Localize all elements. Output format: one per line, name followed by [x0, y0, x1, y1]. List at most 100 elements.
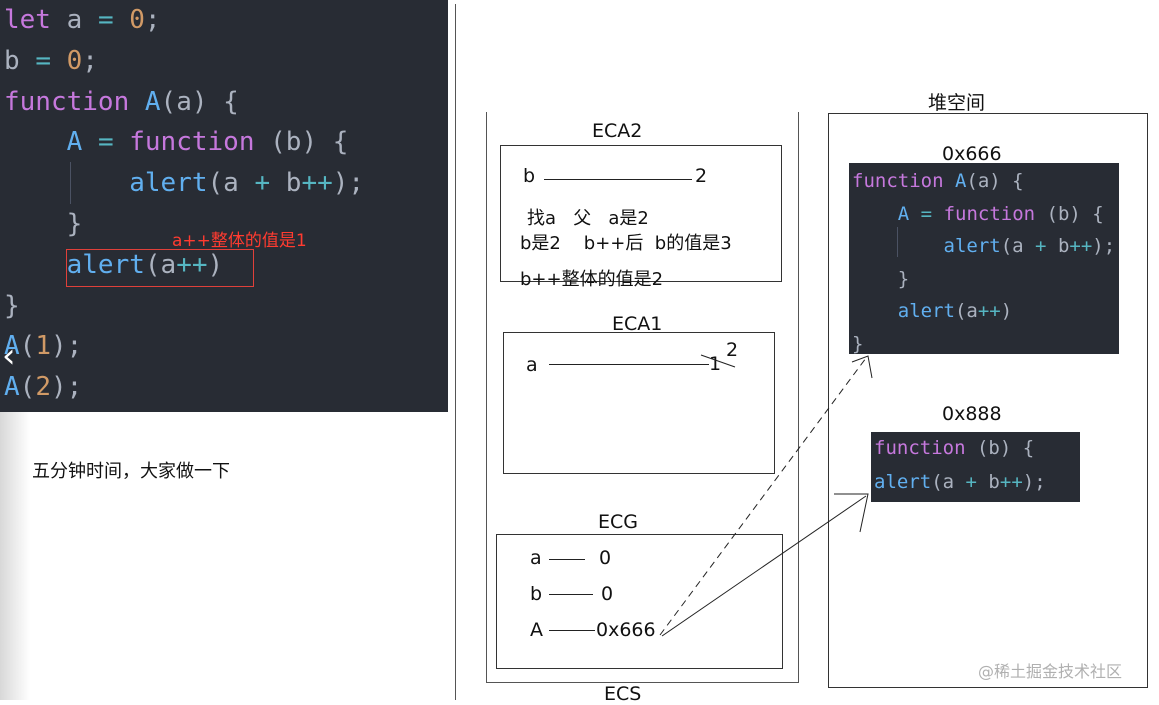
code-token: =: [920, 202, 933, 225]
code.lines-line: }: [4, 206, 83, 242]
code-token: =: [35, 45, 51, 76]
eca1-box: a 1 2: [503, 332, 775, 474]
code-token: function: [129, 127, 255, 158]
eca2-title: ECA2: [592, 120, 643, 142]
code-token: }: [852, 267, 910, 290]
code.lines-line: b = 0;: [4, 43, 98, 79]
eca1-var: a: [526, 354, 538, 376]
heap.obj1.lines-line: A = function (b) {: [852, 201, 1104, 227]
code-token: A: [897, 202, 910, 225]
indent-guide: [897, 227, 898, 257]
code-token: +: [965, 471, 977, 493]
eca2-note-1: 找a 父 a是2: [527, 208, 649, 229]
code-token: (: [19, 331, 36, 362]
eca2-note-2: b是2 b++后 b的值是3: [520, 233, 732, 254]
code-token: }: [4, 290, 20, 321]
code-token: 1: [35, 331, 51, 362]
code-token: );: [1092, 235, 1116, 257]
watermark: @稀土掘金技术社区: [978, 662, 1123, 681]
code-token: 0: [66, 45, 83, 76]
code-token: A: [66, 127, 83, 158]
code-token: );: [332, 168, 365, 199]
eca1-title: ECA1: [612, 313, 663, 335]
eca2-var-line: [544, 179, 692, 180]
code-token: (a: [144, 249, 177, 280]
code-token: function: [943, 202, 1036, 225]
strike-mark: [700, 354, 736, 368]
code-token: ++: [176, 249, 208, 280]
heap-obj1-code: function A (a) { A = function (b) { alert…: [849, 163, 1119, 357]
ecg-var-A: A: [530, 619, 543, 641]
code-token: 2: [35, 372, 51, 403]
code-token: );: [50, 331, 83, 362]
code-token: =: [97, 5, 114, 35]
code.lines-line: }: [4, 288, 20, 324]
heap-obj2-code: function (b) { alert(a + b++);: [871, 432, 1080, 502]
code-token: );: [50, 372, 83, 403]
heap.obj1.lines-line: }: [852, 331, 863, 357]
ecg-line-a: [549, 559, 585, 560]
highlight-box: [66, 249, 254, 287]
code-token: (a) {: [966, 170, 1024, 192]
chevron-left-icon[interactable]: ‹: [2, 336, 16, 376]
code-token: }: [4, 209, 83, 239]
ecg-value-A: 0x666: [596, 619, 656, 641]
ecg-box: a 0 b 0 A 0x666: [496, 534, 783, 669]
code-token: (b) {: [254, 127, 349, 158]
code-token: function: [874, 437, 966, 459]
code-annotation: a++整体的值是1: [172, 231, 307, 251]
heap.obj1.lines-line: alert(a++): [852, 298, 1012, 324]
ecg-title: ECG: [598, 511, 638, 533]
code-token: b: [270, 168, 302, 199]
code-token: ;: [144, 5, 161, 35]
ecs-bottom-border: [486, 682, 799, 683]
code-token: ): [207, 249, 224, 280]
code-token: b: [976, 471, 1000, 493]
ecs-left-border: [486, 112, 487, 682]
dashed-arrow-line: [659, 357, 867, 636]
eca2-box: b 2 找a 父 a是2 b是2 b++后 b的值是3 b++整体的值是2: [500, 145, 782, 290]
code-token: (b) {: [1035, 202, 1104, 225]
solid-arrow-line: [661, 495, 867, 637]
code-token: (b) {: [965, 437, 1035, 459]
eca1-var-line: [549, 364, 709, 365]
eca2-note-3: b++整体的值是2: [520, 269, 664, 290]
eca1-new-value: 2: [726, 339, 739, 361]
code-token: (a: [954, 300, 978, 322]
code.lines-line: function A(a) {: [4, 84, 239, 120]
ecg-line-b: [549, 594, 593, 595]
eca2-value: 2: [695, 165, 708, 187]
code.lines-line: A(2);: [4, 369, 82, 405]
dashed-arrow-head: [851, 355, 873, 379]
code-token: ++: [301, 168, 333, 199]
code.lines-line: A = function (b) {: [4, 124, 349, 160]
heap-box: [828, 113, 1148, 688]
code-token: 0: [129, 5, 145, 35]
code.lines-line: let a = 0;: [4, 2, 161, 38]
code.lines-line: alert(a++): [4, 247, 224, 283]
heap.obj1.lines-line: }: [852, 266, 909, 292]
ecg-line-A: [549, 630, 595, 631]
heap-obj1-address: 0x666: [942, 143, 1002, 165]
code-token: (a: [207, 168, 255, 199]
indent-guide: [70, 162, 71, 204]
code-token: A: [4, 372, 20, 403]
code-token: alert: [66, 249, 145, 280]
code.lines-line: A(1);: [4, 328, 82, 364]
code-token: }: [852, 332, 864, 355]
code-token: +: [254, 168, 271, 199]
code-token: A: [144, 86, 161, 117]
code-token: +: [1035, 235, 1047, 257]
code-token: A: [4, 331, 20, 362]
solid-arrow-head: [834, 493, 869, 533]
ecg-var-b: b: [530, 583, 543, 605]
code-token: alert: [897, 300, 955, 322]
code-token: a: [50, 5, 98, 35]
heap.obj2.lines-line: alert(a + b++);: [874, 469, 1046, 495]
code-token: ;: [82, 45, 98, 76]
ecg-value-b: 0: [601, 583, 614, 605]
code-editor-panel: let a = 0; b = 0; function A(a) { A = func…: [0, 0, 448, 412]
left-gradient: [0, 412, 30, 700]
heap-obj2-address: 0x888: [942, 403, 1002, 425]
